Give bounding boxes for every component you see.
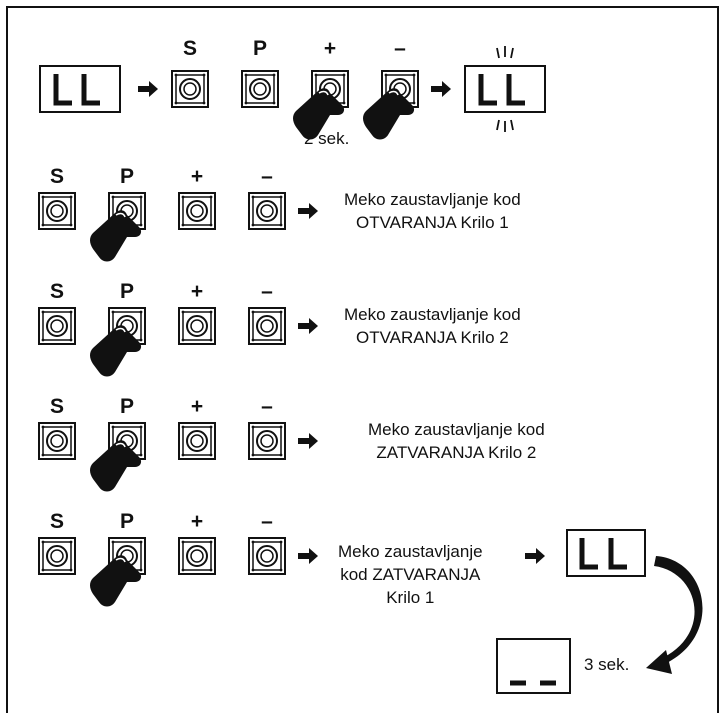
right-arrow-icon bbox=[298, 548, 318, 564]
button-label-s: S bbox=[49, 280, 65, 303]
push-button-icon bbox=[38, 537, 76, 575]
push-button-icon bbox=[248, 307, 286, 345]
display-ll-blinking bbox=[464, 46, 546, 132]
button-label-p: P bbox=[119, 165, 135, 188]
step-row-1 bbox=[38, 192, 318, 263]
step-row-3 bbox=[38, 422, 318, 493]
display-dashes bbox=[496, 638, 571, 694]
step-description: Meko zaustavljanje kod ZATVARANJA Krilo … bbox=[338, 540, 483, 609]
button-label-plus: + bbox=[190, 165, 204, 188]
step-text-line1: Meko zaustavljanje kod bbox=[344, 190, 521, 209]
step-text-line1: Meko zaustavljanje bbox=[338, 542, 483, 561]
push-button-icon bbox=[38, 422, 76, 460]
step-description: Meko zaustavljanje kod ZATVARANJA Krilo … bbox=[368, 418, 545, 464]
push-button-icon bbox=[248, 537, 286, 575]
wait-duration-note: 3 sek. bbox=[584, 655, 630, 674]
button-label-minus: – bbox=[261, 280, 273, 303]
button-label-plus: + bbox=[323, 37, 337, 60]
step-text-line2: kod ZATVARANJA bbox=[340, 565, 481, 584]
step-text-line2: OTVARANJA Krilo 2 bbox=[355, 328, 509, 347]
step-text-line1: Meko zaustavljanje kod bbox=[368, 420, 545, 439]
step-text-line2: OTVARANJA Krilo 1 bbox=[355, 213, 509, 232]
button-label-s: S bbox=[49, 510, 65, 533]
button-label-minus: – bbox=[261, 510, 273, 533]
curved-arrow-icon bbox=[646, 556, 703, 674]
button-label-s: S bbox=[49, 395, 65, 418]
button-label-plus: + bbox=[190, 510, 204, 533]
right-arrow-icon bbox=[525, 548, 545, 564]
outer-frame bbox=[6, 6, 719, 718]
button-label-s: S bbox=[49, 165, 65, 188]
step-text-line3: Krilo 1 bbox=[386, 588, 435, 607]
step-row-2 bbox=[38, 307, 318, 378]
right-arrow-icon bbox=[298, 318, 318, 334]
step-description: Meko zaustavljanje kod OTVARANJA Krilo 2 bbox=[344, 303, 521, 349]
hold-duration-note: 2 sek. bbox=[304, 129, 350, 148]
display-ll-initial bbox=[39, 65, 121, 113]
step-text-line1: Meko zaustavljanje kod bbox=[344, 305, 521, 324]
button-label-s: S bbox=[182, 37, 198, 60]
button-label-minus: – bbox=[394, 37, 406, 60]
step-text-line2: ZATVARANJA Krilo 2 bbox=[376, 443, 537, 462]
push-button-icon bbox=[241, 70, 279, 108]
right-arrow-icon bbox=[298, 203, 318, 219]
right-arrow-icon bbox=[431, 81, 451, 97]
push-button-icon bbox=[178, 307, 216, 345]
button-label-p: P bbox=[119, 280, 135, 303]
button-label-minus: – bbox=[261, 395, 273, 418]
push-button-icon bbox=[248, 422, 286, 460]
push-button-icon bbox=[248, 192, 286, 230]
button-label-p: P bbox=[252, 37, 268, 60]
button-label-plus: + bbox=[190, 395, 204, 418]
push-button-icon bbox=[178, 422, 216, 460]
right-arrow-icon bbox=[138, 81, 158, 97]
button-label-p: P bbox=[119, 395, 135, 418]
display-ll-final bbox=[566, 529, 646, 577]
button-label-p: P bbox=[119, 510, 135, 533]
push-button-icon bbox=[38, 192, 76, 230]
step-description: Meko zaustavljanje kod OTVARANJA Krilo 1 bbox=[344, 188, 521, 234]
button-label-plus: + bbox=[190, 280, 204, 303]
push-button-icon bbox=[178, 192, 216, 230]
push-button-icon bbox=[38, 307, 76, 345]
push-button-icon bbox=[171, 70, 209, 108]
right-arrow-icon bbox=[298, 433, 318, 449]
button-label-minus: – bbox=[261, 165, 273, 188]
push-button-icon bbox=[178, 537, 216, 575]
